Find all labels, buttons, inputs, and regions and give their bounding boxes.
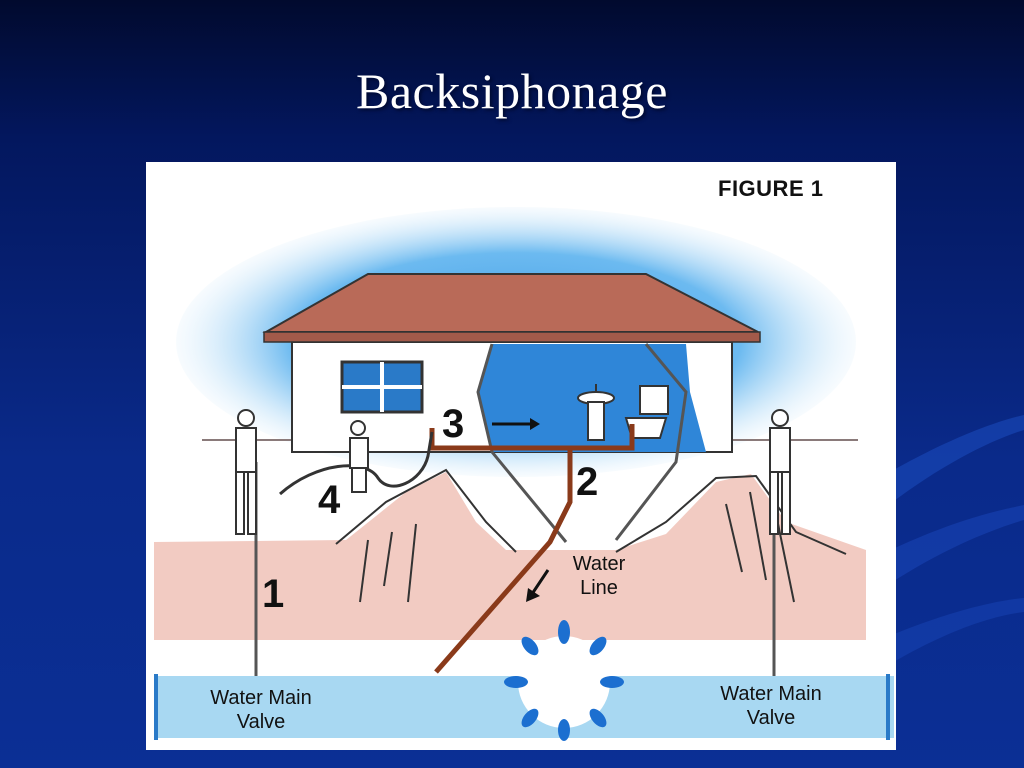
figure-caption: FIGURE 1 xyxy=(718,176,824,201)
valve-left-line2: Valve xyxy=(236,711,286,733)
slide-title: Backsiphonage xyxy=(356,63,668,119)
window-icon xyxy=(340,360,424,414)
water-line-label-line1: Water xyxy=(572,553,626,575)
water-burst-icon xyxy=(504,620,624,741)
valve-right-line2: Valve xyxy=(746,707,796,729)
backsiphonage-figure: FIGURE 1 1 2 3 4 Water Line Water Main V… xyxy=(146,162,896,750)
person-icon xyxy=(235,409,257,535)
faucet-icon xyxy=(577,384,615,441)
marker-1: 1 xyxy=(262,572,285,616)
water-line-label-line2: Line xyxy=(580,577,618,599)
marker-2: 2 xyxy=(576,460,599,504)
person-icon xyxy=(349,420,369,493)
toilet-icon xyxy=(624,385,669,439)
water-main-valve-label-right: Water Main Valve xyxy=(696,682,846,730)
soil-ground xyxy=(154,472,866,640)
water-line-pipe xyxy=(434,448,573,674)
water-line-label: Water Line xyxy=(554,552,644,600)
person-icon xyxy=(769,409,791,535)
marker-3: 3 xyxy=(442,402,465,446)
house-diagram xyxy=(154,207,894,741)
valve-right-line1: Water Main xyxy=(720,683,822,705)
garden-hose xyxy=(279,431,434,496)
marker-4: 4 xyxy=(318,478,341,522)
arrow-icon xyxy=(492,418,540,430)
valve-left-line1: Water Main xyxy=(210,687,312,709)
water-main-valve-label-left: Water Main Valve xyxy=(186,686,336,734)
